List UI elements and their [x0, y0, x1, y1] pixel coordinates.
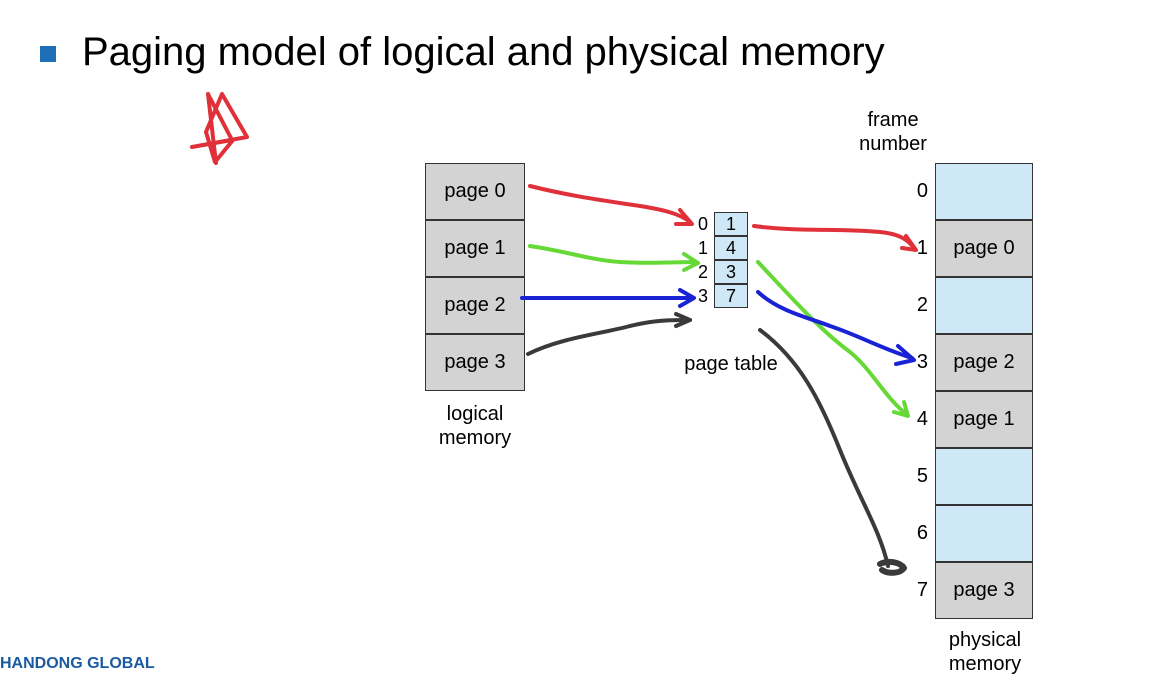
bullet-icon — [40, 46, 56, 62]
page-table-index-3: 3 — [697, 286, 708, 306]
physical-frame-5 — [935, 448, 1033, 505]
arrow-blue-logical-to-table-head — [678, 288, 696, 308]
frame-number-header-2: number — [859, 133, 927, 155]
arrow-red-table-to-frame — [752, 224, 916, 250]
page-table-entry-0: 1 — [714, 212, 748, 236]
arrow-green-logical-to-table — [528, 244, 698, 265]
physical-frame-7: page 3 — [935, 562, 1033, 619]
page-table-entry-1: 4 — [714, 236, 748, 260]
page-table-entry-2: 3 — [714, 260, 748, 284]
logical-page-3: page 3 — [425, 334, 525, 391]
physical-frame-3: page 2 — [935, 334, 1033, 391]
physical-frame-2 — [935, 277, 1033, 334]
physical-frame-0 — [935, 163, 1033, 220]
frame-number-1: 1 — [916, 237, 928, 259]
arrow-red-table-to-frame-head — [900, 234, 918, 252]
logical-page-0: page 0 — [425, 163, 525, 220]
star-doodle-icon — [190, 92, 249, 165]
arrow-red-logical-to-table — [528, 184, 692, 224]
slide-title: Paging model of logical and physical mem… — [82, 30, 885, 74]
physical-frame-4: page 1 — [935, 391, 1033, 448]
arrow-green-table-to-frame — [756, 260, 908, 416]
frame-number-7: 7 — [916, 579, 928, 601]
page-table-entry-3: 7 — [714, 284, 748, 308]
arrow-gray-table-to-frame — [758, 328, 890, 568]
page-table-index-1: 1 — [697, 238, 708, 258]
arrow-green-table-to-frame-head — [892, 400, 910, 418]
logical-page-2: page 2 — [425, 277, 525, 334]
frame-number-3: 3 — [916, 351, 928, 373]
handong-logo: HANDONG GLOBAL — [0, 655, 155, 672]
page-table-caption: page table — [684, 353, 778, 375]
logical-memory-caption-1: logical — [446, 403, 504, 425]
logical-memory-caption-2: memory — [438, 427, 512, 449]
frame-number-5: 5 — [916, 465, 928, 487]
physical-memory-caption-2: memory — [948, 653, 1022, 675]
arrow-gray-logical-to-table — [526, 318, 692, 356]
frame-number-0: 0 — [916, 180, 928, 202]
physical-memory-caption-1: physical — [948, 629, 1022, 651]
physical-frame-1: page 0 — [935, 220, 1033, 277]
arrow-blue-table-to-frame — [756, 290, 914, 360]
frame-number-2: 2 — [916, 294, 928, 316]
physical-frame-6 — [935, 505, 1033, 562]
arrow-red-logical-to-table-head — [674, 208, 694, 226]
arrow-blue-table-to-frame-head — [894, 344, 916, 366]
arrow-gray-logical-to-table-head — [674, 312, 692, 328]
logical-page-1: page 1 — [425, 220, 525, 277]
frame-number-4: 4 — [916, 408, 928, 430]
arrow-gray-table-to-frame-head — [877, 558, 907, 576]
page-table-index-2: 2 — [697, 262, 708, 282]
frame-number-header-1: frame — [867, 109, 919, 131]
arrow-green-logical-to-table-head — [682, 252, 700, 272]
frame-number-6: 6 — [916, 522, 928, 544]
page-table-index-0: 0 — [697, 214, 708, 234]
